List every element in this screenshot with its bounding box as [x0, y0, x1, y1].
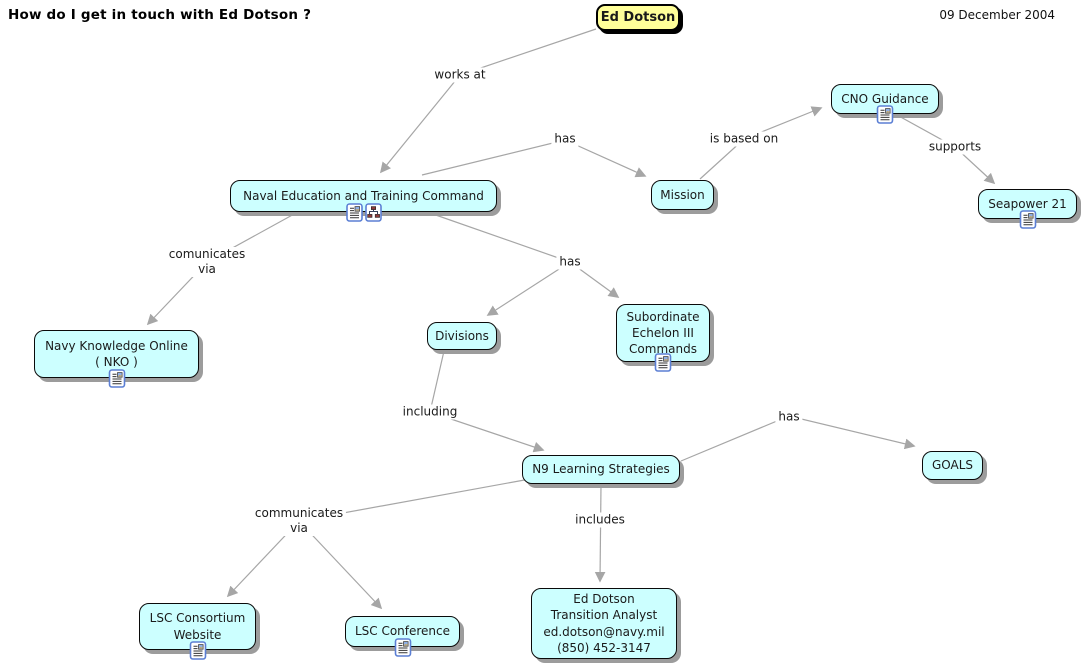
node-subordinate-echelon-iii-commands[interactable]: Subordinate Echelon III Commands — [616, 304, 710, 372]
link-label-has-goals[interactable]: has — [775, 409, 803, 425]
link-label-includes[interactable]: includes — [572, 512, 628, 528]
node-icons — [189, 641, 206, 660]
node-label: LSC Conference — [354, 624, 451, 639]
node-lsc-conference[interactable]: LSC Conference — [345, 616, 460, 657]
node-label: GOALS — [931, 458, 974, 473]
node-icons — [876, 105, 894, 124]
link-label-works-at[interactable]: works at — [431, 67, 489, 83]
node-seapower-21[interactable]: Seapower 21 — [978, 189, 1077, 229]
concept-map-icon[interactable] — [364, 203, 382, 222]
node-label: Ed Dotson — [600, 9, 676, 25]
node-ed-dotson[interactable]: Ed Dotson — [596, 4, 680, 31]
node-label: Subordinate Echelon III Commands — [626, 309, 700, 357]
node-label: Naval Education and Training Command — [243, 188, 484, 203]
resource-icon[interactable] — [654, 353, 672, 372]
node-n9-learning-strategies[interactable]: N9 Learning Strategies — [522, 455, 680, 484]
node-naval-education-and-training-command[interactable]: Naval Education and Training Command — [230, 180, 497, 222]
node-label: Navy Knowledge Online ( NKO ) — [45, 338, 188, 369]
link-label-has-divisions[interactable]: has — [556, 254, 584, 270]
node-goals[interactable]: GOALS — [922, 451, 983, 480]
node-ed-dotson-contact-details[interactable]: Ed Dotson Transition Analyst ed.dotson@n… — [531, 588, 677, 659]
resource-icon[interactable] — [345, 203, 363, 222]
resource-icon[interactable] — [1019, 210, 1036, 229]
resource-icon[interactable] — [876, 105, 894, 124]
node-navy-knowledge-online[interactable]: Navy Knowledge Online ( NKO ) — [34, 330, 199, 388]
date-label: 09 December 2004 — [939, 8, 1055, 22]
node-icons — [1019, 210, 1036, 229]
node-icons — [654, 353, 672, 372]
node-label: Ed Dotson Transition Analyst ed.dotson@n… — [543, 592, 665, 655]
link-label-has-mission[interactable]: has — [551, 131, 579, 147]
resource-icon[interactable] — [108, 369, 125, 388]
node-icons — [108, 369, 125, 388]
node-cno-guidance[interactable]: CNO Guidance — [831, 84, 939, 124]
node-label: Mission — [660, 187, 705, 202]
link-label-including[interactable]: including — [399, 404, 461, 420]
node-label: Divisions — [435, 328, 489, 343]
node-label: LSC Consortium Website — [149, 611, 246, 642]
link-label-comunicates-via[interactable]: comunicates via — [165, 247, 249, 277]
resource-icon[interactable] — [189, 641, 206, 660]
node-label: CNO Guidance — [841, 91, 929, 106]
node-icons — [394, 638, 411, 657]
link-label-supports[interactable]: supports — [925, 139, 985, 155]
page-title: How do I get in touch with Ed Dotson ? — [8, 7, 312, 23]
link-label-is-based-on[interactable]: is based on — [706, 131, 782, 147]
node-divisions[interactable]: Divisions — [427, 322, 497, 350]
link-label-communicates-via[interactable]: communicates via — [251, 506, 347, 536]
node-icons — [345, 203, 382, 222]
node-mission[interactable]: Mission — [651, 180, 714, 210]
node-lsc-consortium-website[interactable]: LSC Consortium Website — [139, 603, 256, 660]
node-label: Seapower 21 — [988, 196, 1067, 211]
resource-icon[interactable] — [394, 638, 411, 657]
node-label: N9 Learning Strategies — [532, 462, 670, 477]
